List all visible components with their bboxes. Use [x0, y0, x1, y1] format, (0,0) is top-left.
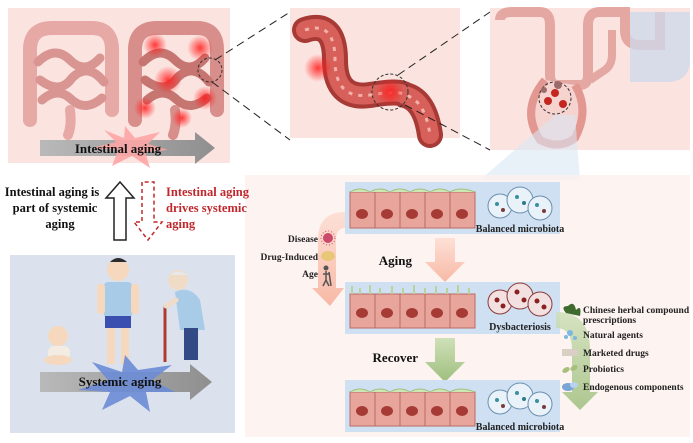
intestinal-aging-arrow [40, 126, 215, 168]
age-icon [322, 265, 332, 287]
probiotic-icon [562, 365, 578, 373]
balanced-microbiota-icon-top [487, 186, 553, 221]
treatment-probiotics: Probiotics [583, 365, 624, 375]
bottom-microbiota-label: Balanced microbiota [476, 422, 564, 433]
treatment-herbal-line2: prescriptions [583, 316, 636, 326]
down-arrow-text-1: Intestinal aging [166, 185, 250, 199]
recover-label: Recover [373, 350, 419, 365]
treatment-marketed: Marketed drugs [583, 349, 649, 359]
treatment-endogenous: Endogenous components [583, 383, 684, 393]
up-arrow-text-1: Intestinal aging is [5, 185, 100, 199]
treatment-curve-arrow [556, 312, 598, 410]
elderly-icon [163, 270, 205, 362]
top-microbiota-label: Balanced microbiota [476, 224, 564, 235]
intestinal-aging-label: Intestinal aging [75, 141, 162, 156]
zoom-line-2-top [397, 11, 491, 76]
aging-arrow [425, 238, 465, 282]
factor-disease: Disease [288, 235, 318, 245]
disease-icon [320, 230, 336, 246]
herb-icon [563, 303, 581, 316]
baby-icon [44, 326, 72, 365]
natural-agent-icon [564, 330, 577, 340]
mid-microbiota-label: Dysbacteriosis [489, 322, 551, 333]
up-arrow-text-2: part of systemic [13, 201, 98, 215]
endogenous-icon [562, 382, 578, 391]
balanced-microbiota-icon-bottom [487, 382, 553, 417]
healthy-colon-icon [23, 21, 119, 140]
healthy-epithelium-panel [345, 182, 560, 234]
zoom-line-top [214, 11, 291, 61]
up-arrow-text-3: aging [45, 217, 75, 231]
factor-drug-induced: Drug-Induced [260, 253, 318, 263]
zoom-line-bottom [211, 81, 291, 141]
dysbacteriosis-icon [487, 282, 553, 317]
up-arrow [104, 180, 136, 241]
down-arrow-text-3: aging [166, 217, 196, 231]
bowel-segment-icon [292, 15, 443, 148]
adult-icon [97, 258, 139, 364]
aging-label: Aging [379, 253, 413, 268]
recover-arrow [425, 338, 465, 382]
zoom-circle-1 [197, 57, 223, 83]
treatment-natural: Natural agents [583, 331, 643, 341]
down-arrow [132, 181, 164, 242]
zoom-line-2-bottom [404, 104, 491, 151]
systemic-aging-label: Systemic aging [79, 374, 162, 389]
factor-age: Age [302, 270, 318, 280]
systemic-aging-arrow [40, 355, 212, 412]
zoom-circle-2 [371, 73, 409, 111]
drug-icon [321, 251, 335, 261]
projection-cone [480, 115, 580, 180]
marketed-drug-icon [562, 349, 578, 356]
down-arrow-text-2: drives systemic [166, 201, 247, 215]
aged-colon-icon [128, 21, 224, 140]
treatment-herbal: Chinese herbal compound [583, 306, 690, 316]
